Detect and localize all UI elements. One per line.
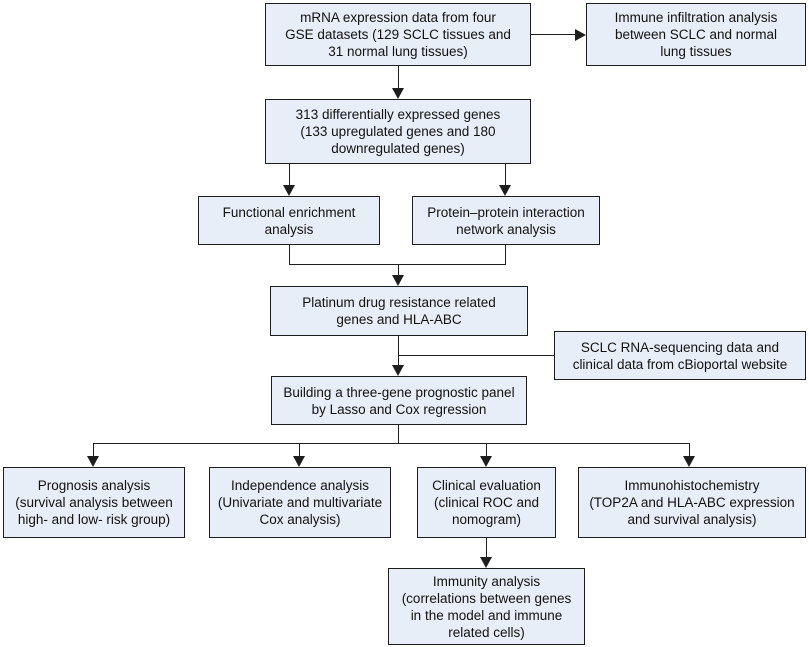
connector-fanout-horizontal <box>93 443 690 445</box>
arrowhead <box>499 185 511 196</box>
connector-functional-down <box>289 245 291 265</box>
connector-to-independence <box>299 443 301 456</box>
arrowhead <box>480 557 492 568</box>
connector-to-prognosis <box>93 443 95 456</box>
connector-merge-to-platinum <box>398 264 400 275</box>
box-immunohistochemistry: Immunohistochemistry (TOP2A and HLA-ABC … <box>578 467 806 538</box>
box-prognostic-panel: Building a three-gene prognostic panel b… <box>271 376 527 425</box>
connector-to-ihc <box>689 443 691 456</box>
connector-ppi-down <box>505 245 507 265</box>
connector-merge-horizontal <box>289 264 506 266</box>
arrowhead <box>392 88 404 99</box>
arrowhead <box>392 365 404 376</box>
connector-clinical-to-immunity <box>486 538 488 557</box>
box-independence-analysis: Independence analysis (Univariate and mu… <box>209 467 391 538</box>
box-immune-infiltration: Immune infiltration analysis between SCL… <box>586 3 806 66</box>
arrowhead <box>480 456 492 467</box>
connector-panel-down <box>398 425 400 443</box>
box-platinum-resistance-genes: Platinum drug resistance related genes a… <box>270 286 528 336</box>
arrowhead <box>87 456 99 467</box>
box-immunity-analysis: Immunity analysis (correlations between … <box>388 568 585 645</box>
box-differentially-expressed-genes: 313 differentially expressed genes (133 … <box>265 99 531 164</box>
connector-platinum-to-panel <box>398 336 400 365</box>
connector-degs-to-functional <box>289 164 291 185</box>
box-cbioportal-data: SCLC RNA-sequencing data and clinical da… <box>554 331 806 380</box>
box-clinical-evaluation: Clinical evaluation (clinical ROC and no… <box>417 467 556 538</box>
connector-cbioportal-join <box>398 355 554 357</box>
connector-to-clinical <box>486 443 488 456</box>
box-prognosis-analysis: Prognosis analysis (survival analysis be… <box>3 467 185 538</box>
connector-mrna-to-degs <box>398 66 400 88</box>
box-mrna-expression-data: mRNA expression data from four GSE datas… <box>265 3 531 66</box>
arrowhead <box>575 28 586 41</box>
connector-mrna-to-immune <box>531 34 575 36</box>
arrowhead <box>683 456 695 467</box>
arrowhead <box>283 185 295 196</box>
box-functional-enrichment: Functional enrichment analysis <box>198 196 380 245</box>
connector-degs-to-ppi <box>505 164 507 185</box>
arrowhead <box>392 275 404 286</box>
arrowhead <box>293 456 305 467</box>
box-ppi-network: Protein–protein interaction network anal… <box>412 196 600 245</box>
